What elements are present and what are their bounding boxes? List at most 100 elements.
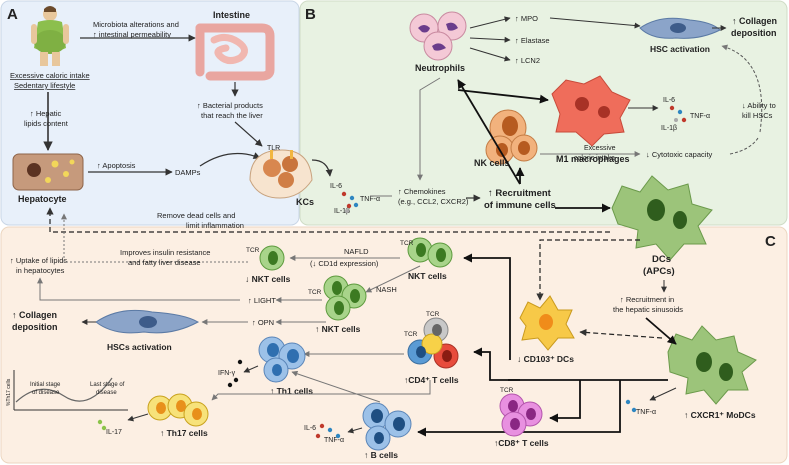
nkt-down-cell	[259, 245, 285, 271]
nkt-cells-label: NKT cells	[408, 271, 447, 281]
arrow-mpo-hsc	[549, 17, 641, 29]
chemokines-line2: (e.g., CCL2, CXCR2)	[398, 197, 469, 206]
dcs-apcs-illustration	[611, 175, 713, 261]
recruitment-sinusoids-line1: ↑ Recruitment in	[620, 295, 674, 304]
arrow-modcs-nkt	[463, 253, 511, 360]
excessive-intake-line2: caloric intake	[574, 155, 615, 162]
kupffer-cells-illustration	[249, 149, 313, 199]
hsc-cell-illustration	[639, 17, 721, 39]
ability-kill-line1: ↓ Ability to	[742, 101, 776, 110]
nafld-line1: NAFLD	[344, 247, 369, 256]
collagen-deposition-line2: deposition	[731, 28, 777, 38]
kcs-tnfa-label: TNF-α	[360, 196, 380, 203]
cytotoxic-capacity-label: ↓ Cytotoxic capacity	[646, 150, 713, 159]
bcells-il6-label: IL-6	[304, 425, 316, 432]
th17-label: ↑ Th17 cells	[160, 428, 208, 438]
arrow-neutrophils-m1	[457, 89, 549, 104]
arrow-recruitment-neutrophils	[457, 79, 521, 185]
hscs-activation-label: HSCs activation	[107, 342, 172, 352]
arrow-bcells-cytokines	[347, 427, 363, 434]
arrow-modcs-cd4	[473, 347, 520, 381]
recruitment-line2: of immune cells	[484, 200, 556, 211]
m1-tnfa-label: TNF-α	[690, 113, 710, 120]
cxcr1-modcs-illustration	[667, 325, 757, 405]
b-cells-illustration	[362, 402, 412, 451]
cxcr1-tnfa-label: TNF-α	[636, 409, 656, 416]
bcells-tnfa-label: TNF-α	[324, 437, 344, 444]
ifn-label: IFN-γ	[218, 370, 236, 377]
kcs-il1b-label: IL-1β	[334, 208, 350, 215]
th1-label: ↑ Th1 cells	[270, 386, 313, 396]
tcr-label-cd4: TCR	[426, 311, 440, 318]
caloric-intake-label: Excessive caloric intake	[10, 71, 90, 80]
uptake-lipids-line1: ↑ Uptake of lipids	[10, 256, 67, 265]
tcr-label-cd4-left: TCR	[404, 331, 418, 338]
tcr-label-nkt-up: TCR	[308, 289, 322, 296]
collagen-c-line2: deposition	[12, 322, 58, 332]
dcs-line1: DCs	[652, 254, 671, 265]
arrow-cxcr1-cd103	[579, 328, 663, 339]
cd8-label: ↑CD8⁺ T cells	[494, 438, 549, 448]
nkt-down-label: ↓ NKT cells	[245, 274, 291, 284]
hsc-activation-label: HSC activation	[650, 44, 710, 54]
panel-c-letter: C	[765, 233, 776, 250]
collagen-c-line1: ↑ Collagen	[12, 310, 57, 320]
hepatocyte-label: Hepatocyte	[18, 194, 67, 204]
arrow-bcells-th1	[291, 370, 381, 403]
arrow-improves-hepatocyte	[61, 213, 248, 263]
arrow-nkt-nash	[365, 265, 421, 293]
initial-stage-line2: of disease	[32, 390, 60, 396]
m1-il6-label: IL-6	[663, 97, 675, 104]
il17-label: IL-17	[106, 429, 122, 436]
arrow-damps-kcs	[199, 152, 261, 167]
remove-dead-cells-line1: Remove dead cells and	[157, 211, 235, 220]
m1-il1b-label: IL-1β	[661, 125, 677, 132]
cd4-t-cells-illustration	[407, 317, 459, 369]
initial-stage-line1: Initial stage	[30, 382, 61, 388]
improves-line2: and fatty liver disease	[128, 258, 201, 267]
arrow-th17-il17	[127, 413, 149, 422]
panel-b-letter: B	[305, 6, 316, 23]
nkt-up-label: ↑ NKT cells	[315, 324, 361, 334]
th1-cells-illustration	[258, 336, 306, 383]
microbiota-label-line2: ↑ intestinal permeability	[93, 30, 171, 39]
arrow-neutrophils-mpo	[469, 16, 511, 29]
nkt-up-cells	[323, 275, 367, 321]
cd4-label: ↑CD4⁺ T cells	[404, 375, 459, 385]
uptake-lipids-line2: in hepatocytes	[16, 266, 65, 275]
tcr-label-nkt-down: TCR	[246, 247, 260, 254]
elastase-label: ↑ Elastase	[515, 36, 550, 45]
sedentary-lifestyle-label: Sedentary lifestyle	[14, 81, 75, 90]
m1-macrophages-label: M1 macrophages	[556, 154, 630, 164]
arrow-modcs-bcells	[417, 380, 621, 437]
mpo-label: ↑ MPO	[515, 14, 538, 23]
recruitment-sinusoids-line2: the hepatic sinusoids	[613, 305, 683, 314]
tlr-label: TLR	[267, 145, 280, 152]
th17-cells-illustration	[147, 393, 209, 427]
arrow-light-hepatocyte	[37, 277, 240, 301]
apoptosis-label: ↑ Apoptosis	[97, 161, 136, 170]
arrow-cd4-th17	[211, 380, 431, 401]
b-cells-label: ↑ B cells	[364, 450, 398, 460]
cxcr1-tnfa-dots	[625, 399, 637, 413]
neutrophils-illustration	[409, 11, 467, 61]
bacterial-products-line1: ↑ Bacterial products	[197, 101, 263, 110]
opn-label: ↑ OPN	[252, 318, 274, 327]
kcs-il6-label: IL-6	[330, 183, 342, 190]
bacterial-products-line2: that reach the liver	[201, 111, 263, 120]
obese-person-illustration	[31, 6, 69, 66]
ifn-dots	[227, 359, 243, 388]
kcs-cytokine-dots	[341, 191, 359, 213]
damps-label: DAMPs	[175, 168, 201, 177]
last-stage-line2: disease	[96, 390, 117, 396]
light-label: ↑ LIGHT	[248, 296, 276, 305]
lcn2-label: ↑ LCN2	[515, 56, 540, 65]
remove-dead-cells-line2: limit inflammation	[186, 221, 244, 230]
cd103-dcs-illustration	[519, 295, 575, 351]
arrow-neutrophils-elastase	[469, 36, 511, 43]
m1-cytokine-dots	[669, 105, 687, 123]
il17-dots	[97, 419, 107, 431]
cd103-label: ↓ CD103⁺ DCs	[517, 354, 574, 364]
arrow-recruit-cxcr1	[645, 317, 677, 345]
